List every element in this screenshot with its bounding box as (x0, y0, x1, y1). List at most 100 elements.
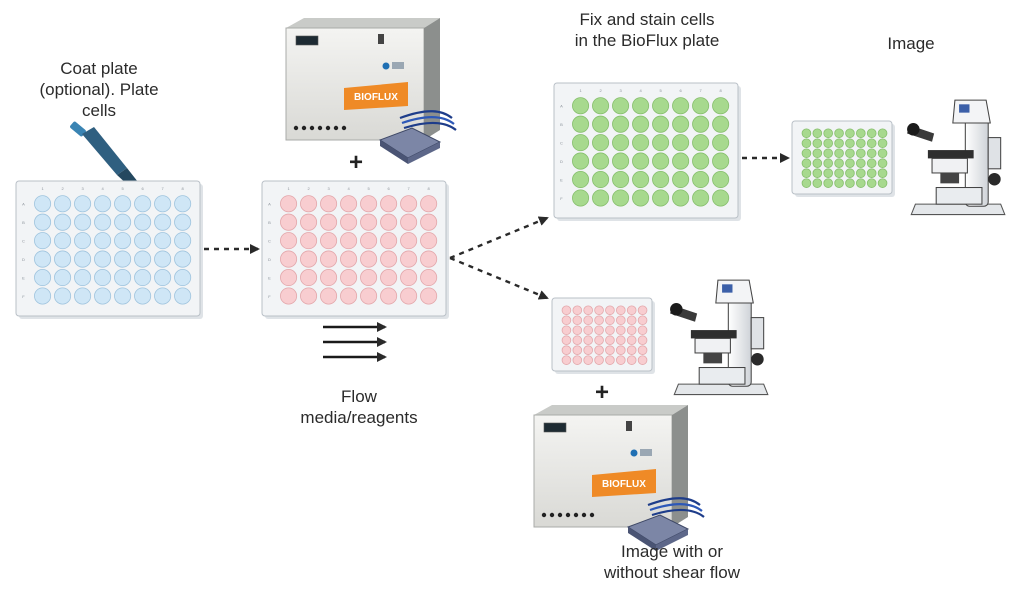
plate-well (74, 232, 92, 250)
plate-well (612, 171, 630, 189)
plate-well (592, 134, 610, 152)
plate-well (616, 315, 626, 326)
plate-well (605, 315, 615, 326)
plate-well (114, 195, 132, 213)
plate-well (280, 269, 298, 287)
plate-well (632, 152, 650, 170)
plate-well (605, 335, 615, 346)
plate-row-label: F (560, 196, 563, 201)
plate-well (360, 195, 378, 213)
plate-well (692, 171, 710, 189)
plate-well (74, 287, 92, 305)
plate-well (801, 178, 812, 188)
plate-well (712, 171, 730, 189)
plate-well (626, 325, 637, 336)
plate-well (280, 232, 298, 250)
plate-row-label: C (268, 239, 271, 244)
plate-well (320, 232, 338, 250)
plate-well (154, 213, 172, 231)
plate-column-label: 1 (287, 186, 290, 191)
plate-well (561, 325, 572, 336)
plate-well (583, 325, 593, 336)
plate-well (592, 171, 610, 189)
plate-row-label: C (22, 239, 25, 244)
plate-well (652, 171, 670, 189)
plate-well (174, 250, 192, 268)
plate-well (692, 134, 710, 152)
plate-column-label: 7 (700, 88, 703, 93)
plate-well (612, 189, 630, 207)
plate-well (400, 287, 418, 305)
plate-well (114, 250, 132, 268)
device-brand-label: BIOFLUX (354, 92, 398, 103)
plate-well (340, 232, 358, 250)
plate-well (34, 250, 52, 268)
plate-well (572, 335, 583, 346)
plate-well (672, 115, 690, 133)
plate-well (632, 189, 650, 207)
plate-well (320, 195, 338, 213)
plate-well (823, 128, 833, 139)
plate-row-label: A (22, 202, 25, 207)
shear-flow-label: Image with or without shear flow (603, 542, 741, 582)
plate-well (154, 250, 172, 268)
plate-column-label: 1 (579, 88, 582, 93)
plate-well (572, 152, 590, 170)
plate-well (300, 250, 318, 268)
plate-well (877, 178, 888, 188)
plate-column-label: 1 (41, 186, 44, 191)
plate-well (54, 195, 72, 213)
plate-well (134, 287, 152, 305)
plate-well (637, 325, 648, 336)
plate-well (561, 355, 572, 365)
plate-column-label: 8 (182, 186, 185, 191)
plate-well (626, 335, 637, 346)
plate-well (561, 345, 572, 355)
plate-well (594, 345, 604, 355)
plate-well (812, 148, 823, 159)
plate-well (866, 158, 877, 169)
plus-sign-bottom: + (595, 379, 610, 406)
plate-well (300, 287, 318, 305)
plate-well (380, 195, 398, 213)
plate-well (360, 213, 378, 231)
plate-well (34, 287, 52, 305)
plate-well (692, 152, 710, 170)
plate-well (616, 305, 626, 316)
plate-well (823, 138, 833, 149)
plate-well (652, 189, 670, 207)
plate-column-label: 6 (141, 186, 144, 191)
plate-well (592, 115, 610, 133)
plate-row-label: B (268, 220, 271, 225)
plate-row-label: B (22, 220, 25, 225)
plate-row-label: D (268, 257, 271, 262)
plate-well (712, 134, 730, 152)
plate-column-label: 7 (408, 186, 411, 191)
plate-well (637, 335, 648, 346)
plate-well (74, 269, 92, 287)
plate-well (672, 134, 690, 152)
plate-well (114, 269, 132, 287)
plate-well (845, 138, 855, 149)
microscope-icon-2 (670, 279, 769, 396)
plate-well (54, 269, 72, 287)
plate-row-label: E (268, 276, 271, 281)
plate-well (834, 178, 844, 188)
plate-well (74, 195, 92, 213)
plate-column-label: 5 (121, 186, 124, 191)
plate-well (605, 325, 615, 336)
plate-well (626, 355, 637, 365)
plate-well (594, 335, 604, 346)
plate-well (572, 305, 583, 316)
plate-well (174, 287, 192, 305)
plate-well (34, 195, 52, 213)
plate-well (605, 345, 615, 355)
plate-well (320, 213, 338, 231)
plate-well (561, 305, 572, 316)
plate-column-label: 8 (720, 88, 723, 93)
plate-well (672, 171, 690, 189)
plate-column-label: 4 (639, 88, 642, 93)
microscope-icon (907, 99, 1006, 216)
